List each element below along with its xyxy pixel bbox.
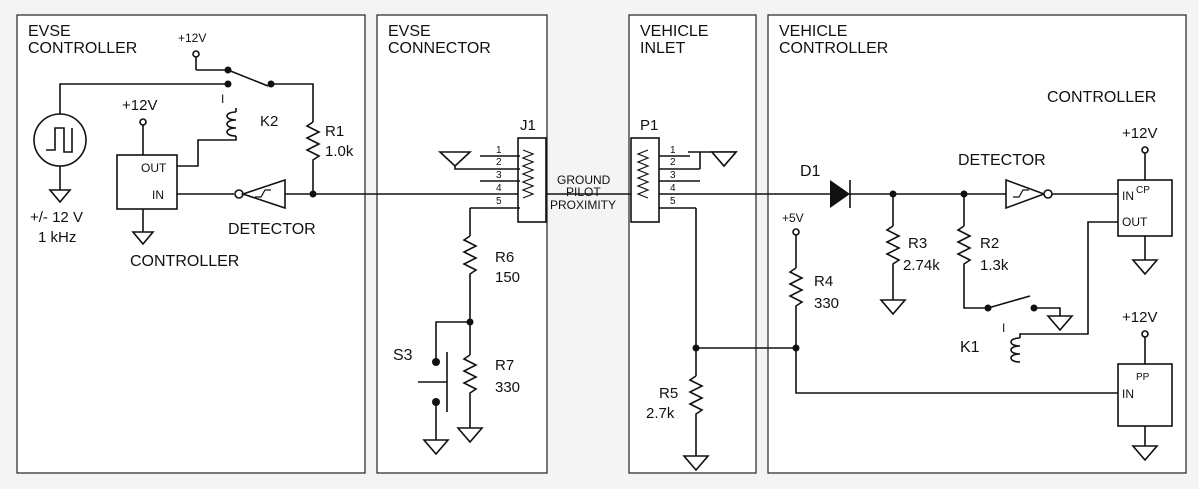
r1-value: 1.0k: [325, 143, 354, 160]
jack-j1: [517, 137, 547, 223]
p1-contacts-icon: [636, 149, 650, 199]
supply-12v-ctrl-label: +12V: [122, 97, 157, 114]
ground-icon: [1046, 315, 1074, 332]
vehicle-inlet-title-2: INLET: [640, 40, 686, 57]
r7-value: 330: [495, 379, 520, 396]
relay-k2-coil-icon: [226, 111, 237, 137]
vehicle-controller-label: CONTROLLER: [1047, 89, 1156, 106]
supply-5v-label: +5V: [782, 211, 804, 225]
r4-name: R4: [814, 273, 833, 290]
j1-pin-1: 1: [496, 145, 502, 156]
pp-label: PP: [1136, 372, 1150, 383]
ground-icon: [1131, 259, 1159, 276]
resistor-r1-icon: [305, 121, 321, 196]
relay-k1-coil-mark: I: [1002, 321, 1005, 335]
pp-in-pin: IN: [1122, 387, 1134, 401]
square-wave-oscillator-icon: [33, 113, 87, 167]
p1-pin-5: 5: [670, 196, 676, 207]
ground-icon: [48, 189, 72, 204]
evse-controller-chip: [116, 154, 178, 210]
r3-name: R3: [908, 235, 927, 252]
ground-icon: [456, 427, 484, 444]
relay-k1-coil-icon: [1010, 337, 1021, 363]
r6-value: 150: [495, 269, 520, 286]
j1-contacts-icon: [521, 149, 535, 199]
ground-label: GROUND: [557, 173, 611, 187]
p1-label: P1: [640, 117, 658, 134]
ground-icon: [437, 151, 473, 168]
evse-connector-title-2: CONNECTOR: [388, 40, 491, 57]
resistor-r7-icon: [462, 354, 478, 428]
s3-label: S3: [393, 347, 413, 364]
evse-connector-panel: [376, 14, 548, 474]
cp-label: CP: [1136, 185, 1150, 196]
supply-12v-a-label: +12V: [1122, 125, 1157, 142]
ground-icon: [422, 439, 450, 456]
evse-connector-title-1: EVSE: [388, 23, 431, 40]
resistor-r5-icon: [688, 375, 704, 456]
vehicle-controller-title-2: CONTROLLER: [779, 40, 888, 57]
ground-icon: [1131, 445, 1159, 462]
r3-value: 2.74k: [903, 257, 940, 274]
r6-name: R6: [495, 249, 514, 266]
evse-controller-title-1: EVSE: [28, 23, 71, 40]
evse-controller-title-2: CONTROLLER: [28, 40, 137, 57]
cp-in-pin: IN: [1122, 189, 1134, 203]
supply-12v-b-label: +12V: [1122, 309, 1157, 326]
p1-pin-4: 4: [670, 183, 676, 194]
cp-controller-chip: [1117, 179, 1173, 237]
ground-icon: [131, 231, 155, 246]
d1-label: D1: [800, 163, 821, 180]
diode-d1-icon: [830, 180, 850, 208]
p1-pin-2: 2: [670, 157, 676, 168]
vehicle-inlet-title-1: VEHICLE: [640, 23, 708, 40]
j1-pin-4: 4: [496, 183, 502, 194]
vehicle-inlet-panel: [628, 14, 757, 474]
p1-pin-3: 3: [670, 170, 676, 181]
r2-value: 1.3k: [980, 257, 1009, 274]
relay-k2-switch-icon: [227, 69, 269, 87]
supply-terminal-icon: [192, 50, 200, 58]
vehicle-controller-panel: [767, 14, 1187, 474]
relay-k1-switch-icon: [987, 295, 1031, 309]
j1-pin-2: 2: [496, 157, 502, 168]
j1-label: J1: [520, 117, 536, 134]
oscillator-frequency: 1 kHz: [38, 229, 76, 246]
proximity-label: PROXIMITY: [550, 198, 616, 212]
vehicle-detector-label: DETECTOR: [958, 152, 1046, 169]
ground-icon: [682, 455, 710, 472]
r2-name: R2: [980, 235, 999, 252]
r4-value: 330: [814, 295, 839, 312]
resistor-r6-icon: [462, 235, 478, 322]
vehicle-detector-icon: [1005, 178, 1047, 210]
r5-value: 2.7k: [646, 405, 675, 422]
pp-controller-chip: [1117, 363, 1173, 427]
supply-12v-top-label: +12V: [178, 31, 206, 45]
evse-controller-label: CONTROLLER: [130, 253, 239, 270]
evse-out-pin: OUT: [141, 161, 167, 175]
p1-pin-1: 1: [670, 145, 676, 156]
plug-p1: [630, 137, 660, 223]
resistor-r2-icon: [956, 225, 985, 309]
evse-detector-label: DETECTOR: [228, 221, 316, 238]
j1-pin-5: 5: [496, 196, 502, 207]
ground-icon: [879, 299, 907, 316]
resistor-r3-icon: [885, 225, 901, 300]
k1-label: K1: [960, 339, 980, 356]
r5-name: R5: [659, 385, 678, 402]
pilot-label: PILOT: [566, 185, 601, 199]
ground-icon: [710, 151, 738, 168]
oscillator-amplitude: +/- 12 V: [30, 209, 83, 226]
r7-name: R7: [495, 357, 514, 374]
relay-k2-label: K2: [260, 113, 278, 130]
cp-out-pin: OUT: [1122, 215, 1148, 229]
evse-controller-panel: [16, 14, 366, 474]
vehicle-controller-title-1: VEHICLE: [779, 23, 847, 40]
r1-name: R1: [325, 123, 344, 140]
relay-k2-coil-mark: I: [221, 92, 224, 106]
evse-in-pin: IN: [152, 188, 164, 202]
j1-pin-3: 3: [496, 170, 502, 181]
